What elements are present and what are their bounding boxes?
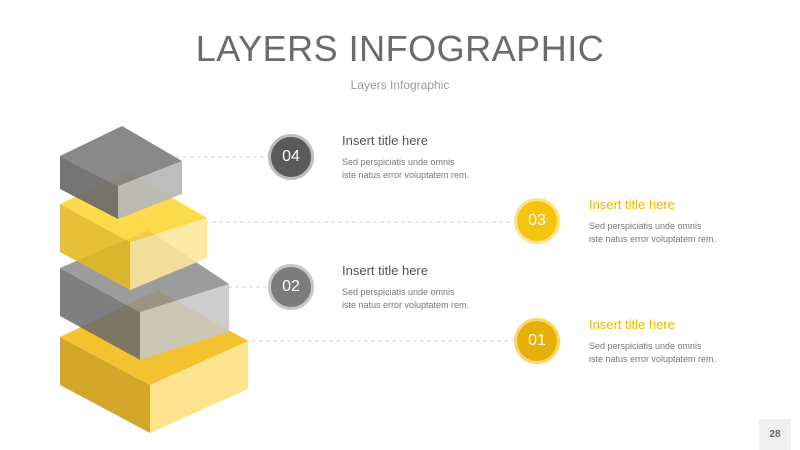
page-number: 28 [759,419,791,450]
item-desc-02-line1: Sed perspiciatis unde omnis [342,287,455,297]
item-title-04: Insert title here [342,133,428,148]
item-title-02: Insert title here [342,263,428,278]
item-title-03: Insert title here [589,197,675,212]
item-title-01: Insert title here [589,317,675,332]
item-desc-04: Sed perspiciatis unde omnis iste natus e… [342,156,512,182]
page-subtitle: Layers Infographic [350,78,450,92]
badge-02: 02 [268,264,314,310]
item-desc-02-line2: iste natus error voluptatem rem. [342,300,470,310]
badge-03: 03 [514,198,560,244]
badge-01: 01 [514,318,560,364]
item-desc-01-line1: Sed perspiciatis unde omnis [589,341,702,351]
item-desc-03-line1: Sed perspiciatis unde omnis [589,221,702,231]
item-desc-03-line2: iste natus error voluptatem rem. [589,234,717,244]
item-desc-01-line2: iste natus error voluptatem rem. [589,354,717,364]
badge-04: 04 [268,134,314,180]
item-desc-03: Sed perspiciatis unde omnis iste natus e… [589,220,759,246]
item-desc-02: Sed perspiciatis unde omnis iste natus e… [342,286,512,312]
layer-04 [60,126,182,219]
item-desc-04-line2: iste natus error voluptatem rem. [342,170,470,180]
item-desc-04-line1: Sed perspiciatis unde omnis [342,157,455,167]
item-desc-01: Sed perspiciatis unde omnis iste natus e… [589,340,759,366]
page-title: LAYERS INFOGRAPHIC [195,28,605,69]
